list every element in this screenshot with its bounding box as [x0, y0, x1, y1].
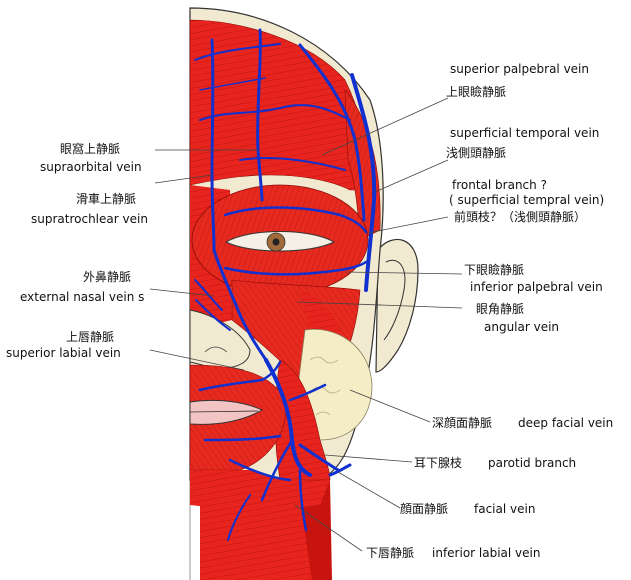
label-superficial-temporal-jp: 浅側頭静脈 — [446, 146, 507, 160]
supratrochlear-vein — [210, 38, 216, 252]
ear-inner — [383, 259, 406, 341]
label-superior-labial-en: superior labial vein — [6, 346, 121, 360]
supraorbital-vein — [256, 28, 264, 202]
superior-labial-vein — [198, 360, 282, 392]
label-parotid-en: parotid branch — [488, 456, 577, 470]
angular-vein — [212, 248, 268, 362]
frontalis-muscle — [189, 19, 373, 191]
label-supraorbital-jp: 眼窩上静脈 — [60, 142, 121, 156]
label-facial-jp: 顔面静脈 — [400, 502, 449, 516]
label-external-nasal-en: external nasal vein s — [20, 290, 145, 304]
label-inferior-labial-jp: 下唇静脈 — [366, 546, 415, 560]
label-inferior-palpebral-en: inferior palpebral vein — [470, 280, 603, 294]
label-superior-palpebral-en: superior palpebral vein — [450, 62, 589, 76]
label-angular-jp: 眼角静脈 — [476, 302, 525, 316]
label-external-nasal-jp: 外鼻静脈 — [83, 270, 132, 284]
label-supraorbital-en: supraorbital vein — [40, 160, 142, 174]
label-angular-en: angular vein — [484, 320, 560, 334]
superior-palpebral-vein — [223, 206, 368, 234]
chin — [190, 470, 330, 509]
leader-lines — [149, 97, 463, 552]
label-facial-en: facial vein — [474, 502, 536, 516]
label-frontal-branch-en-2: ( superficial tempral vein) — [449, 193, 605, 207]
inferior-labial-vein — [203, 434, 292, 482]
label-deep-facial-en: deep facial vein — [518, 416, 614, 430]
deep-facial-vein — [288, 383, 327, 402]
label-inferior-palpebral-jp: 下眼瞼静脈 — [464, 263, 525, 277]
label-superior-palpebral-jp: 上眼瞼静脈 — [446, 85, 507, 99]
label-parotid-jp: 耳下腺枝 — [414, 456, 463, 470]
label-frontal-branch-en-1: frontal branch ? — [452, 178, 547, 192]
pupil — [272, 238, 280, 246]
lips — [189, 399, 264, 425]
label-supratrochlear-jp: 滑車上静脈 — [76, 192, 137, 206]
label-superficial-temporal-en: superficial temporal vein — [450, 126, 600, 140]
parotid-branch — [298, 443, 340, 472]
label-superior-labial-jp: 上唇静脈 — [66, 330, 115, 344]
label-deep-facial-jp: 深顔面静脈 — [432, 416, 493, 430]
label-frontal-branch-jp: 前頭枝？（浅側頭静脈） — [454, 210, 587, 224]
label-supratrochlear-en: supratrochlear vein — [31, 212, 148, 226]
superficial-temporal-vein — [350, 73, 377, 292]
label-inferior-labial-en: inferior labial vein — [432, 546, 541, 560]
inferior-palpebral-vein — [223, 260, 368, 276]
